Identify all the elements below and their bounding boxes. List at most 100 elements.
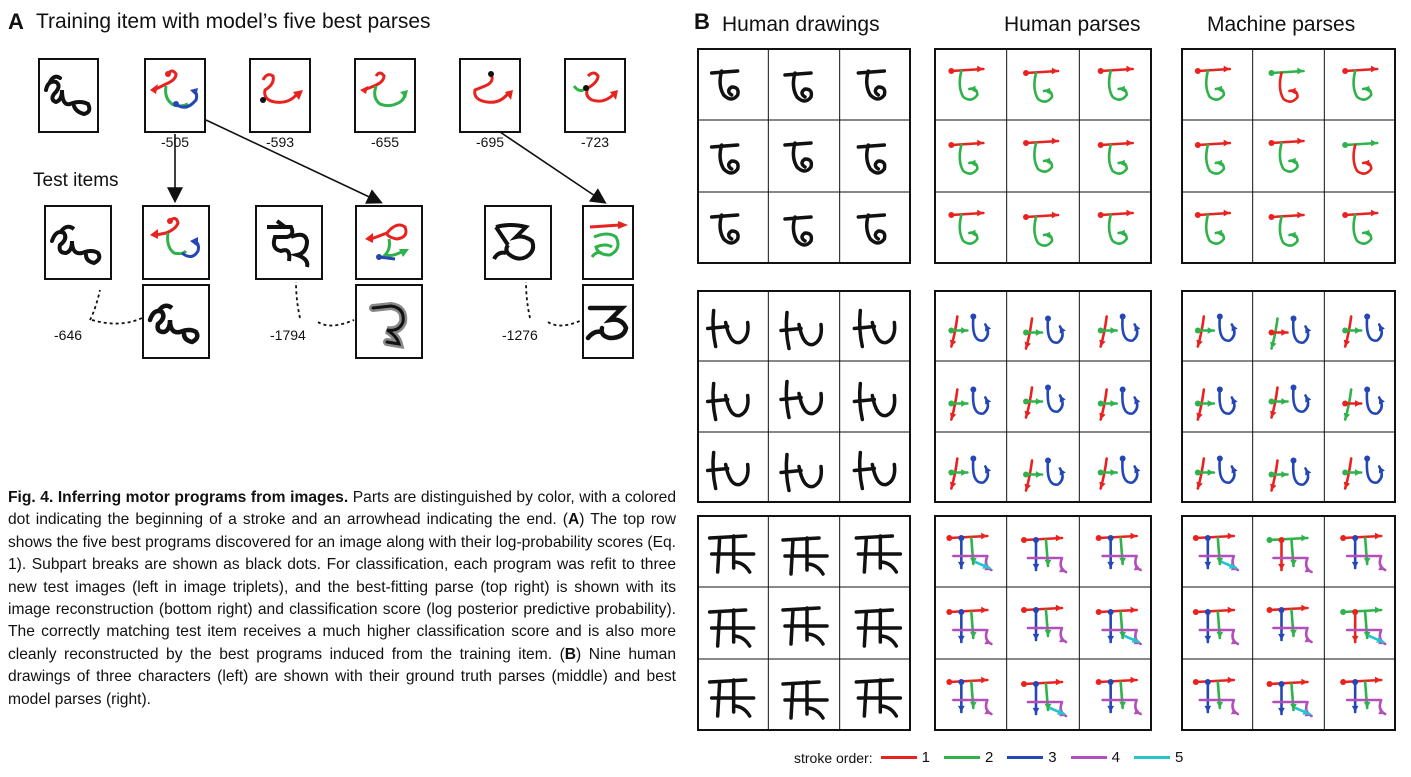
stroke-start-dot bbox=[1021, 607, 1027, 613]
stroke-start-dot bbox=[1342, 327, 1349, 334]
stroke-start-dot bbox=[1194, 400, 1201, 407]
stroke-end-arrowhead bbox=[961, 327, 968, 334]
stroke-end-arrowhead bbox=[1057, 708, 1064, 715]
stroke-end-arrowhead bbox=[1230, 638, 1238, 645]
stroke-end-arrowhead bbox=[1207, 400, 1214, 407]
stroke-end-arrowhead bbox=[1270, 483, 1277, 491]
stroke-end-arrowhead bbox=[1230, 708, 1238, 715]
stroke-end-arrowhead bbox=[1134, 466, 1141, 474]
stroke-end-arrowhead bbox=[1215, 229, 1222, 237]
parse-5-score: -723 bbox=[581, 134, 610, 150]
caption-text-2: ) The top row shows the five best progra… bbox=[8, 511, 676, 663]
stroke-end-arrowhead bbox=[1024, 410, 1031, 418]
stroke-end-arrowhead bbox=[1044, 87, 1051, 95]
parse-4-score: -695 bbox=[476, 134, 505, 150]
legend-swatch-5 bbox=[1133, 756, 1170, 759]
stroke-end-arrowhead bbox=[1196, 481, 1203, 489]
glyph-stroke bbox=[1033, 141, 1054, 173]
stroke-end-arrowhead bbox=[1055, 534, 1062, 542]
stroke-end-arrowhead bbox=[1375, 532, 1382, 540]
stroke-start-dot bbox=[946, 679, 953, 685]
stroke-end-arrowhead bbox=[1378, 564, 1386, 571]
glyph-stroke bbox=[870, 393, 897, 418]
glyph-stroke bbox=[864, 143, 887, 175]
stroke-start-dot bbox=[948, 68, 955, 74]
stroke-end-arrowhead bbox=[969, 159, 976, 167]
stroke-end-arrowhead bbox=[981, 676, 988, 684]
stroke-start-dot bbox=[1364, 313, 1371, 320]
glyph-stroke bbox=[705, 397, 730, 404]
stroke-start-dot bbox=[1364, 455, 1371, 462]
stroke-end-arrowhead bbox=[984, 708, 992, 715]
glyph-stroke bbox=[797, 391, 824, 416]
test-2-reconstruction bbox=[355, 284, 423, 359]
parse-2-box bbox=[249, 58, 311, 133]
stroke-end-arrowhead bbox=[961, 400, 968, 407]
stroke-start-dot bbox=[1342, 469, 1349, 476]
stroke-end-arrowhead bbox=[1055, 678, 1062, 686]
glyph-stroke bbox=[709, 143, 740, 149]
stroke-start-dot bbox=[1204, 535, 1211, 541]
stroke-start-dot bbox=[1033, 537, 1039, 543]
glyph-stroke bbox=[1352, 213, 1373, 245]
test-3-parse bbox=[582, 205, 634, 280]
stroke-start-dot bbox=[1278, 681, 1285, 687]
stroke-start-dot bbox=[1097, 212, 1104, 218]
stroke-start-dot bbox=[1194, 469, 1201, 476]
legend-name-2: 2 bbox=[984, 749, 994, 766]
stroke-end-arrowhead bbox=[1227, 676, 1234, 684]
stroke-end-arrowhead bbox=[1110, 327, 1117, 334]
stroke-end-arrowhead bbox=[1044, 559, 1052, 566]
stroke-end-arrowhead bbox=[1044, 231, 1051, 239]
heading-machine-parses: Machine parses bbox=[1207, 13, 1356, 36]
stroke-start-dot bbox=[1266, 607, 1273, 613]
stroke-end-arrowhead bbox=[1302, 708, 1310, 715]
glyph-stroke bbox=[707, 678, 748, 684]
glyph-stroke bbox=[805, 562, 825, 576]
glyph-stroke bbox=[707, 608, 748, 614]
stroke-start-dot bbox=[1021, 537, 1027, 543]
glyph-stroke bbox=[791, 141, 814, 173]
stroke-end-arrowhead bbox=[1375, 676, 1382, 684]
stroke-end-arrowhead bbox=[969, 85, 976, 93]
legend-name-1: 1 bbox=[921, 749, 930, 766]
legend-name-4: 4 bbox=[1111, 749, 1120, 766]
stroke-end-arrowhead bbox=[1231, 324, 1238, 332]
legend-label: stroke order: bbox=[794, 749, 873, 766]
stroke-end-arrowhead bbox=[1278, 563, 1285, 570]
stroke-end-arrowhead bbox=[1035, 471, 1042, 478]
test-1-reconstruction bbox=[142, 284, 210, 359]
stroke-end-arrowhead bbox=[1024, 483, 1031, 491]
stroke-end-arrowhead bbox=[1107, 705, 1115, 712]
stroke-end-arrowhead bbox=[1376, 636, 1384, 643]
stroke-end-arrowhead bbox=[1196, 339, 1203, 347]
stroke-end-arrowhead bbox=[981, 532, 988, 540]
glyph-stroke bbox=[1033, 71, 1054, 103]
stroke-end-arrowhead bbox=[977, 209, 984, 217]
glyph-stroke bbox=[791, 71, 814, 103]
stroke-end-arrowhead bbox=[1134, 397, 1141, 405]
stroke-end-arrowhead bbox=[1133, 564, 1141, 571]
parse-3-score: -655 bbox=[371, 134, 400, 150]
stroke-end-arrowhead bbox=[1032, 633, 1040, 640]
stroke-end-arrowhead bbox=[1281, 329, 1288, 336]
stroke-end-arrowhead bbox=[1351, 561, 1359, 568]
stroke-start-dot bbox=[1340, 535, 1347, 541]
legend-swatch-2 bbox=[943, 756, 980, 759]
parse-2-score: -593 bbox=[266, 134, 295, 150]
caption-text-3: ) Nine human drawings of three character… bbox=[8, 645, 677, 708]
legend-name-3: 3 bbox=[1048, 749, 1057, 766]
stroke-start-dot bbox=[1192, 535, 1199, 541]
stroke-start-dot bbox=[1216, 386, 1223, 393]
stroke-start-dot bbox=[1342, 68, 1349, 74]
test-2-parse bbox=[355, 205, 423, 280]
glyph-stroke bbox=[781, 680, 821, 686]
stroke-end-arrowhead bbox=[1223, 139, 1230, 147]
stroke-end-arrowhead bbox=[957, 705, 965, 712]
glyph-stroke bbox=[705, 466, 730, 473]
stroke-end-arrowhead bbox=[1270, 341, 1277, 349]
stroke-end-arrowhead bbox=[1204, 635, 1212, 642]
glyph-stroke bbox=[1278, 141, 1299, 173]
glyph-stroke bbox=[805, 706, 825, 720]
stroke-start-dot bbox=[1340, 609, 1347, 615]
